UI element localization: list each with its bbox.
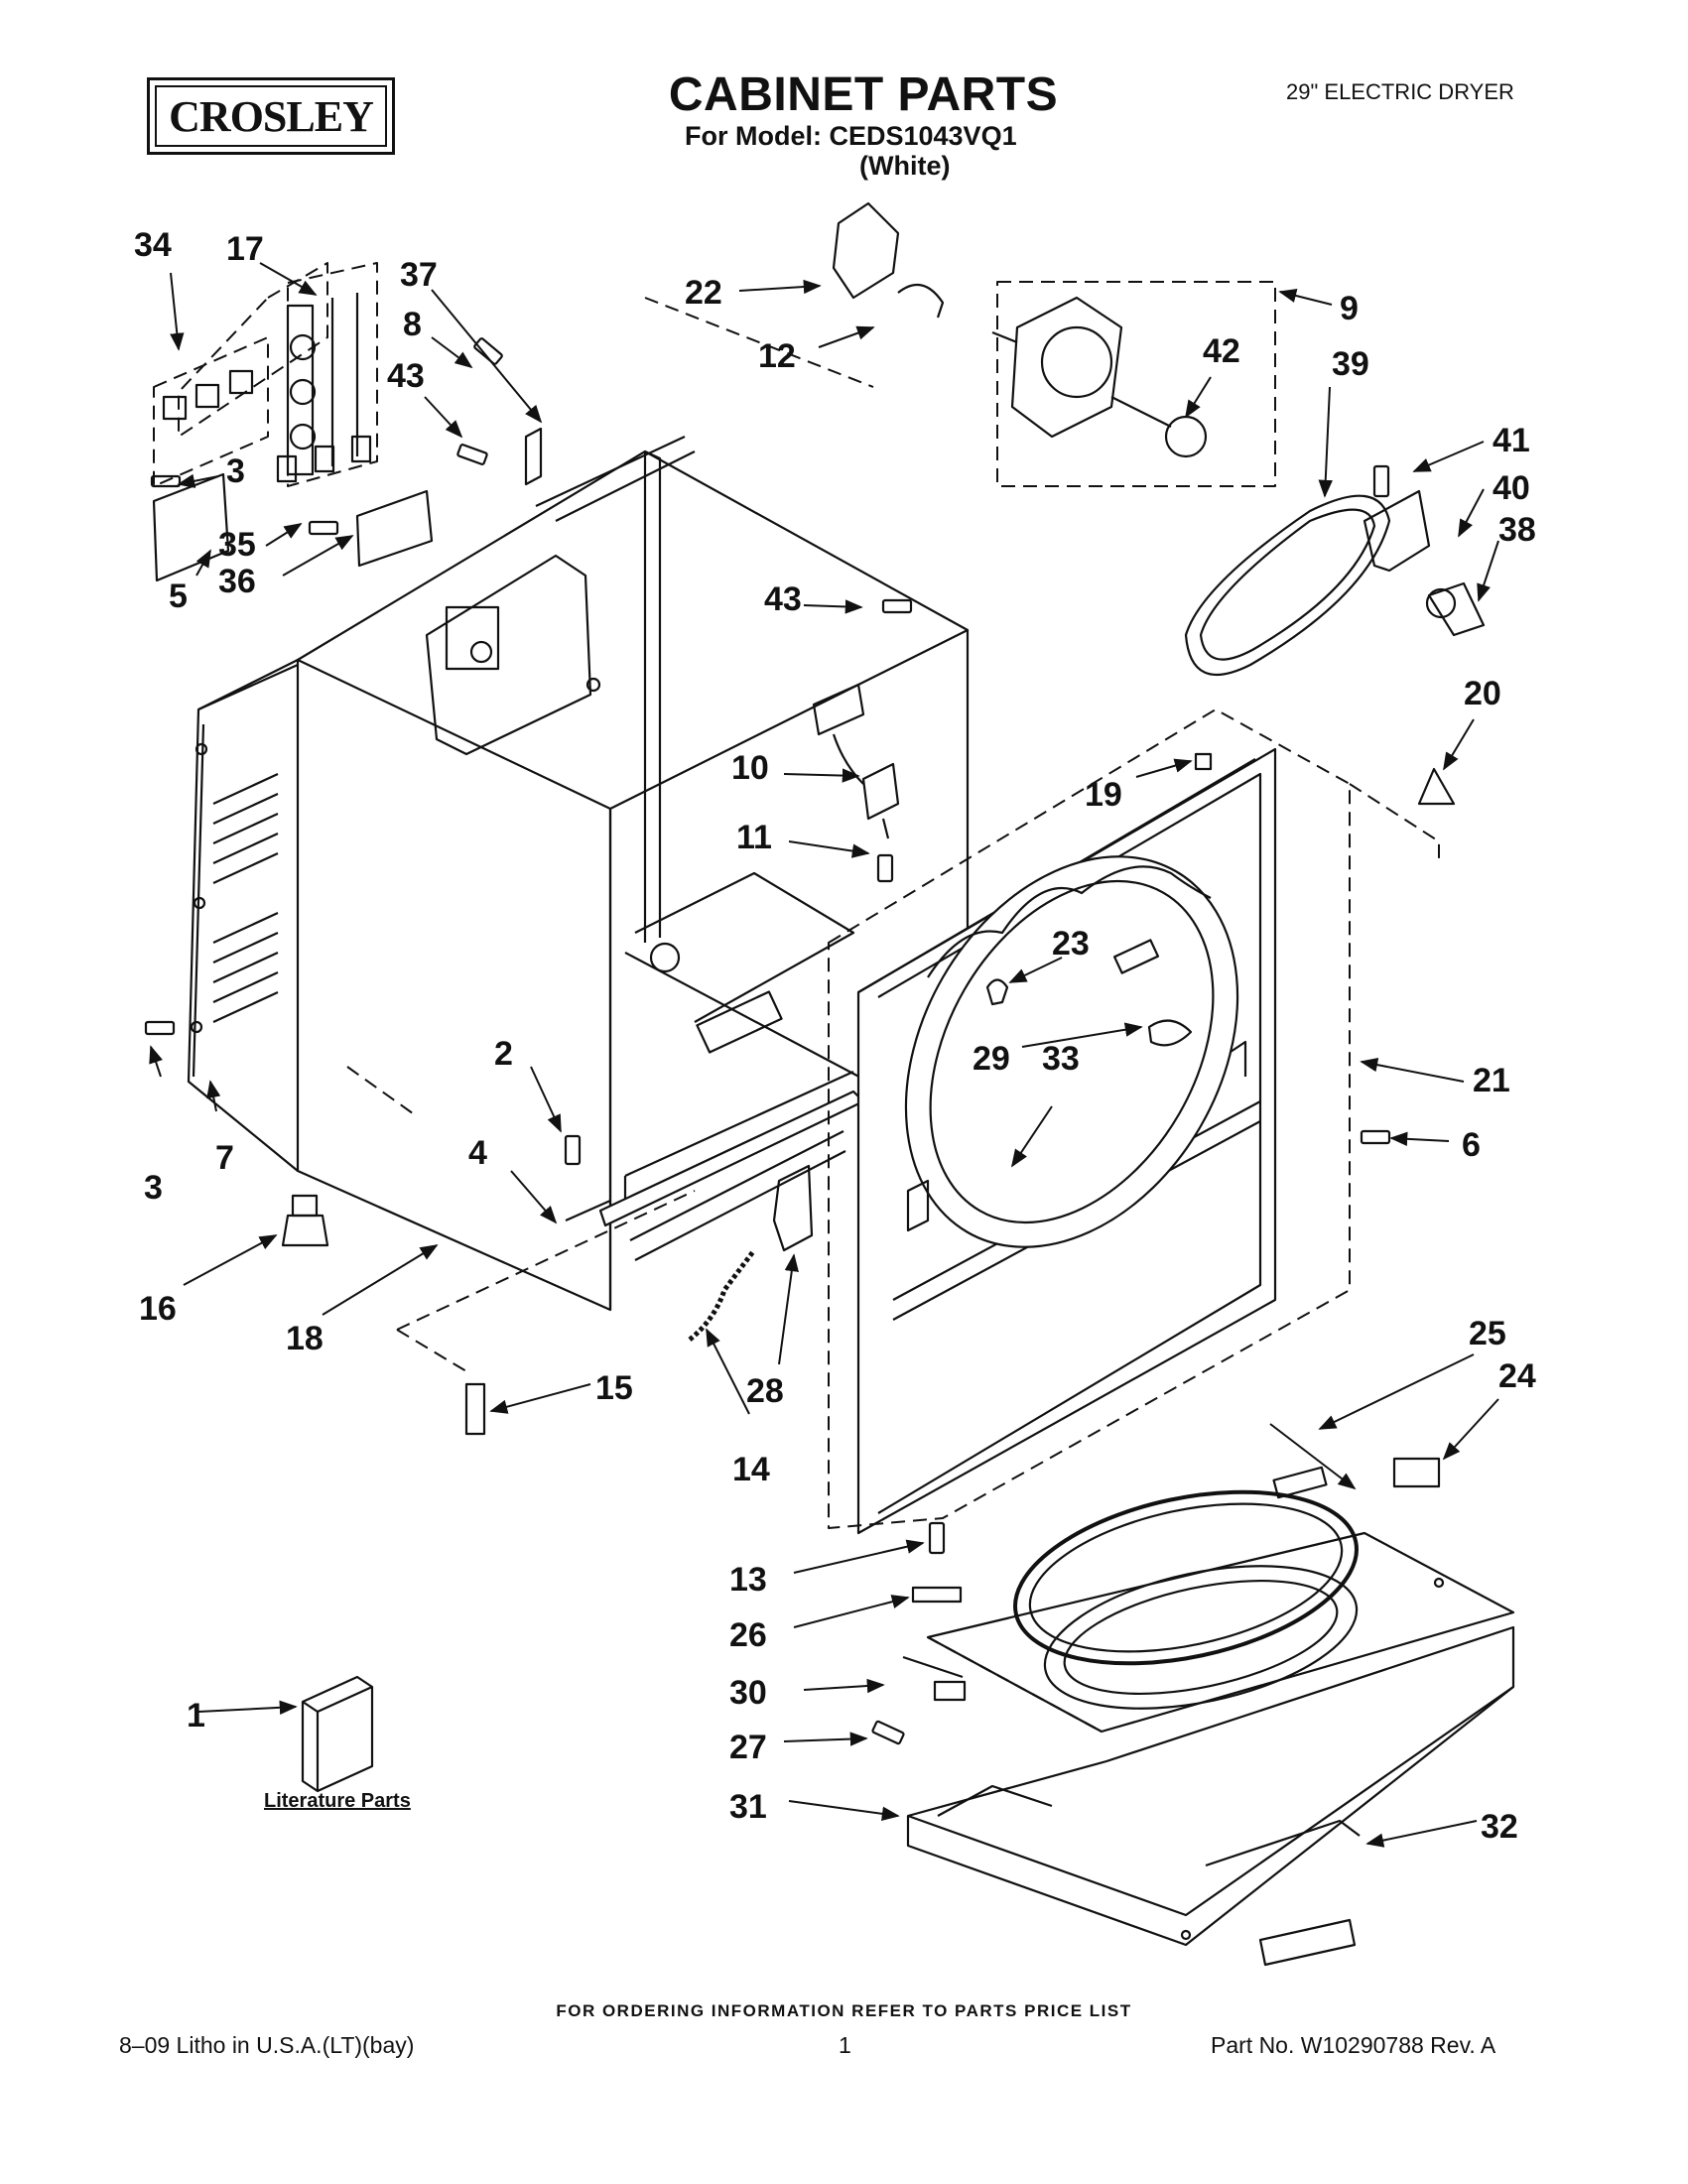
callout-13: 13 [729,1561,767,1599]
leveling-leg [281,1194,329,1247]
terminal-block [276,293,372,483]
push-to-start-switches [162,369,254,421]
cover-panel [152,472,230,582]
literature-parts-label: Literature Parts [264,1790,411,1812]
callout-14: 14 [732,1451,770,1488]
callout-1: 1 [187,1697,205,1734]
ordering-note: FOR ORDERING INFORMATION REFER TO PARTS … [556,2001,1132,2020]
color-line: (White) [859,151,951,181]
callout-41: 41 [1493,422,1530,459]
drum-slide [1147,1019,1193,1047]
motor-bracket [832,201,900,300]
door-switch [812,683,900,839]
drum-belt [1184,494,1391,677]
callout-9: 9 [1340,290,1359,327]
callout-27: 27 [729,1729,767,1766]
callout-22: 22 [685,274,722,312]
door-outer-panel [906,1625,1515,1947]
callout-15: 15 [595,1369,633,1407]
callout-30: 30 [729,1674,767,1712]
wire-bracket [355,489,434,568]
panel-clip [1194,752,1213,771]
callout-8: 8 [403,306,422,343]
motor-clamp [897,283,945,319]
idler-pulley [1427,581,1486,637]
callout-24: 24 [1498,1357,1536,1395]
callout-33: 33 [1042,1040,1080,1078]
strike-plate [464,1382,486,1436]
litho-info: 8–09 Litho in U.S.A.(LT)(bay) [119,2032,415,2058]
callout-12: 12 [758,337,796,375]
door-strike [911,1586,963,1604]
drum-lamp [985,978,1009,1006]
callout-37: 37 [400,256,438,294]
callout-25: 25 [1469,1315,1506,1352]
cabinet-assembly [187,436,970,1312]
part-number: Part No. W10290788 Rev. A [1211,2032,1496,2058]
page-title: CABINET PARTS [668,68,1059,121]
door-catch [1392,1457,1441,1488]
callout-32: 32 [1481,1808,1518,1846]
callout-5: 5 [169,578,188,615]
callout-29: 29 [973,1040,1010,1078]
callout-3-upper: 3 [226,452,245,490]
callout-36: 36 [218,563,256,600]
door-assembly [926,1466,1515,1777]
callout-11: 11 [736,819,772,856]
callout-18: 18 [286,1320,324,1357]
callout-34: 34 [134,226,172,264]
door-hinge [772,1164,814,1252]
idler-wheel [1425,587,1457,619]
idler-bracket [1363,489,1431,573]
drum-glide [1417,767,1456,806]
callout-10: 10 [731,749,769,787]
screws [144,337,1391,1745]
door-spring [688,1248,756,1342]
callout-17: 17 [226,230,264,268]
callout-38: 38 [1498,511,1536,549]
page-number: 1 [839,2032,851,2058]
product-type: 29" ELECTRIC DRYER [1286,79,1514,104]
clip [524,427,543,486]
literature-book-icon [301,1675,374,1793]
callout-39: 39 [1332,345,1369,383]
callout-21: 21 [1473,1062,1510,1099]
callout-42: 42 [1203,332,1240,370]
callout-28: 28 [746,1372,784,1410]
callout-43-middle: 43 [764,580,802,618]
callout-4: 4 [468,1134,487,1172]
callout-35: 35 [218,526,256,564]
callout-3-lower: 3 [144,1169,163,1207]
callout-7: 7 [215,1139,234,1177]
front-panel-assembly [856,747,1277,1535]
door-handle [1258,1918,1357,1967]
callout-16: 16 [139,1290,177,1328]
callout-26: 26 [729,1616,767,1654]
callout-40: 40 [1493,469,1530,507]
callout-43-upper: 43 [387,357,425,395]
drive-motor [991,296,1208,458]
model-line: For Model: CEDS1043VQ1 [685,121,1017,151]
callout-19: 19 [1085,776,1122,814]
callout-2: 2 [494,1035,513,1073]
brand-logo: CROSLEY [147,77,395,155]
callout-6: 6 [1462,1126,1481,1164]
callout-31: 31 [729,1788,767,1826]
callout-23: 23 [1052,925,1090,963]
callout-20: 20 [1464,675,1501,712]
brand-logo-text: CROSLEY [155,85,387,147]
